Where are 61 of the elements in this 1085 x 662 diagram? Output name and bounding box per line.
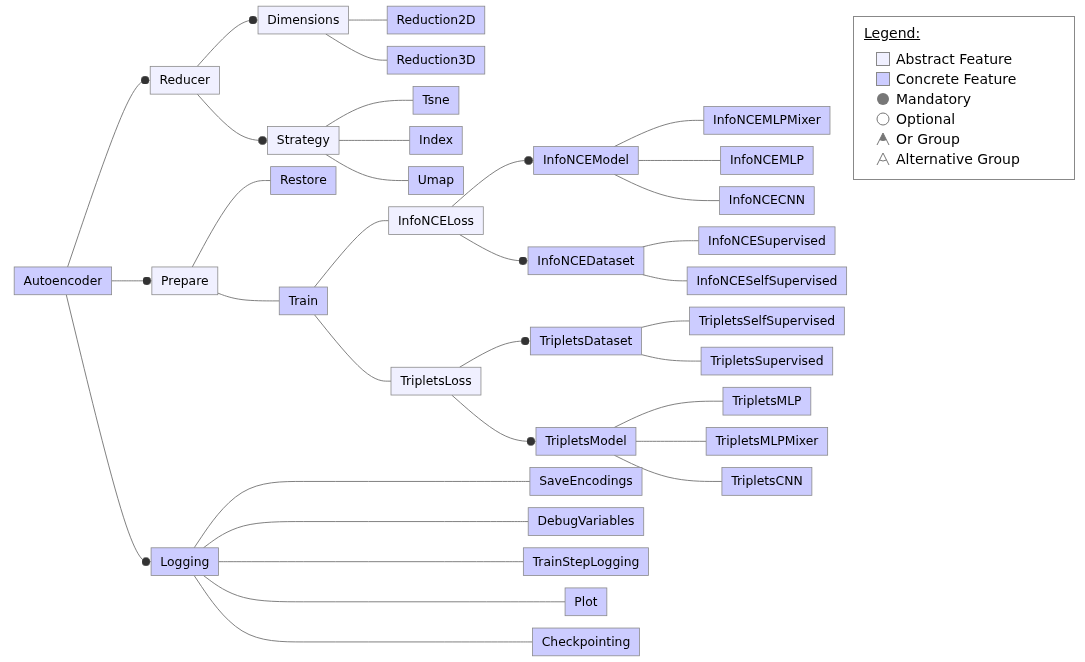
- node-box: [149, 65, 220, 95]
- node-box: [266, 126, 339, 155]
- node-box: [688, 306, 845, 336]
- node-box: [13, 266, 112, 296]
- connector: [313, 314, 392, 382]
- node-box: [697, 226, 835, 255]
- node-box: [408, 126, 463, 155]
- connector: [216, 292, 280, 302]
- connector: [202, 521, 529, 549]
- node-box: [527, 507, 644, 536]
- node-box: [386, 45, 485, 75]
- node-box: [150, 547, 219, 576]
- connector: [202, 575, 566, 603]
- legend-label: Mandatory: [896, 91, 972, 107]
- connector: [324, 99, 414, 127]
- connector: [313, 220, 389, 288]
- node-box: [527, 246, 644, 276]
- node-box: [390, 366, 481, 396]
- node-box: [278, 286, 328, 316]
- legend-label: Optional: [896, 111, 956, 127]
- connector: [217, 561, 524, 563]
- node-box: [700, 346, 833, 376]
- node-box: [531, 627, 640, 657]
- node-box: [722, 386, 811, 416]
- legend-title: Legend:: [864, 25, 921, 41]
- node-box: [719, 146, 814, 175]
- node-box: [269, 166, 336, 195]
- connector: [613, 400, 723, 428]
- connector: [193, 480, 530, 549]
- node-box: [718, 186, 815, 215]
- node-box: [151, 266, 218, 296]
- connector: [635, 440, 707, 442]
- node-box: [705, 427, 828, 456]
- node-box: [257, 5, 349, 35]
- connector: [637, 160, 721, 161]
- node-box: [532, 146, 639, 175]
- legend-label: Concrete Feature: [896, 71, 1017, 87]
- node-box: [686, 266, 847, 296]
- connector: [338, 139, 410, 141]
- node-box: [386, 5, 485, 35]
- node-box: [407, 166, 464, 195]
- node-box: [529, 326, 642, 356]
- node-box: [529, 467, 642, 496]
- node-box: [703, 106, 830, 135]
- node-box: [522, 547, 649, 576]
- node-box: [564, 587, 607, 617]
- connector: [641, 274, 688, 282]
- connector: [191, 180, 271, 268]
- legend-label: Abstract Feature: [896, 51, 1013, 67]
- node-box: [387, 206, 484, 235]
- feature-tree-diagram: Autoencoder Reducer Dimensions Reduction2D Reduction3D Strategy Tsne Index Umap Prepare Restore Train InfoNCELoss InfoNCEModel InfoNCEMLPMixer InfoNCEMLP InfoNCECNN InfoNCEDataset InfoNCESupervised InfoNCESelfSupervised TripletsLoss TripletsDataset TripletsSelfSupervised TripletsSupervised TripletsModel TripletsMLP TripletsMLPMixer TripletsCNN Logging SaveEncodings DebugVariables TrainStepLogging Plot Checkpointing: [7, 0, 853, 662]
- node-box: [412, 86, 459, 115]
- node-box: [535, 427, 636, 456]
- connector: [324, 33, 388, 61]
- connector: [193, 575, 533, 643]
- connector: [347, 19, 388, 21]
- connector: [640, 354, 702, 362]
- legend-label: Or Group: [896, 131, 960, 147]
- connector: [640, 320, 690, 328]
- node-box: [721, 467, 812, 496]
- legend-label: Alternative Group: [896, 151, 1020, 167]
